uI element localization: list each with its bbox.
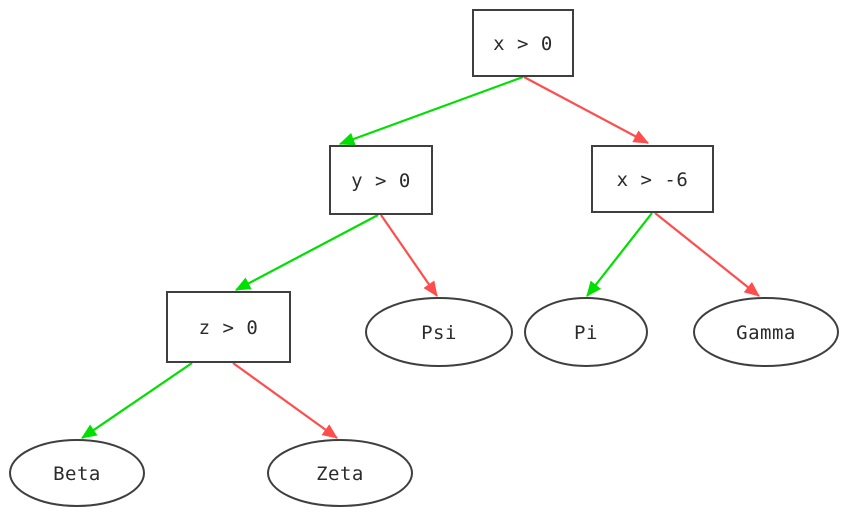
edge-true-root-to-n_y — [338, 75, 524, 146]
leaf-node-leaf_pi[interactable]: Pi — [524, 297, 648, 367]
node-rect-n_xm6 — [591, 145, 714, 213]
edge-false-n_xm6-to-leaf_gamma — [654, 212, 760, 297]
node-ellipse-leaf_pi — [524, 297, 648, 367]
leaf-node-leaf_psi[interactable]: Psi — [365, 297, 513, 367]
edge-true-n_y-to-n_z — [235, 214, 379, 291]
decision-node-root[interactable]: x > 0 — [472, 9, 574, 77]
node-label-leaf_gamma: Gamma — [736, 322, 796, 344]
node-rect-n_y — [329, 145, 433, 215]
node-ellipse-leaf_psi — [365, 297, 513, 367]
node-label-leaf_psi: Psi — [421, 322, 457, 344]
node-ellipse-leaf_zeta — [267, 439, 413, 507]
node-label-n_xm6: x > -6 — [617, 169, 689, 191]
node-label-n_y: y > 0 — [351, 170, 411, 192]
edge-layer — [81, 75, 760, 439]
edge-true-n_z-to-leaf_beta — [81, 362, 193, 439]
edge-true-n_xm6-to-leaf_pi — [586, 212, 653, 297]
leaf-node-leaf_beta[interactable]: Beta — [9, 439, 145, 507]
node-label-n_z: z > 0 — [199, 317, 259, 339]
decision-node-n_z[interactable]: z > 0 — [166, 291, 291, 363]
node-rect-root — [472, 9, 574, 77]
node-label-leaf_pi: Pi — [574, 322, 598, 344]
node-label-leaf_zeta: Zeta — [316, 463, 364, 485]
edge-false-root-to-n_xm6 — [523, 76, 649, 144]
node-ellipse-leaf_gamma — [693, 297, 839, 367]
edge-false-n_y-to-leaf_psi — [380, 214, 438, 297]
node-label-root: x > 0 — [493, 33, 553, 55]
node-rect-n_z — [166, 291, 291, 363]
leaf-node-leaf_gamma[interactable]: Gamma — [693, 297, 839, 367]
node-label-leaf_beta: Beta — [53, 463, 101, 485]
leaf-node-leaf_zeta[interactable]: Zeta — [267, 439, 413, 507]
decision-node-n_y[interactable]: y > 0 — [329, 145, 433, 215]
edge-false-n_z-to-leaf_zeta — [232, 362, 338, 439]
node-ellipse-leaf_beta — [9, 439, 145, 507]
decision-node-n_xm6[interactable]: x > -6 — [591, 145, 714, 213]
